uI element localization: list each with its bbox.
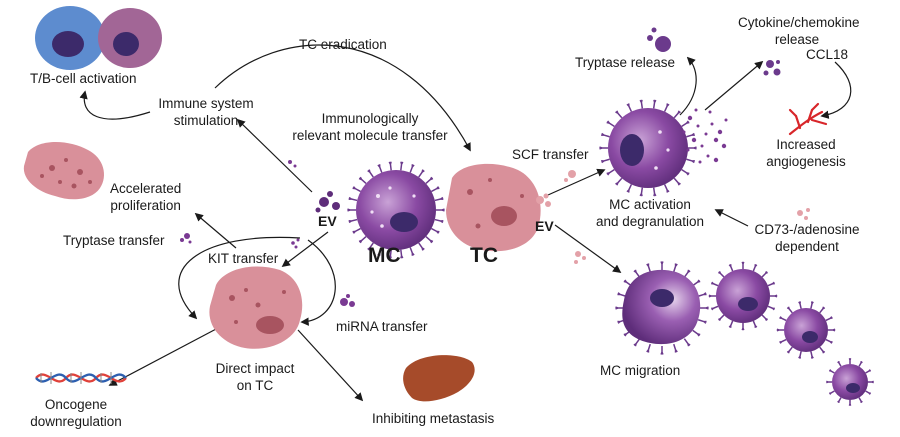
oncogene-label: Oncogene downregulation — [30, 397, 122, 429]
arrow-ccl18 — [820, 61, 852, 119]
arrow-scf-transfer — [547, 168, 606, 196]
granule-icon — [682, 108, 728, 164]
mast-cell-icon — [826, 358, 874, 406]
tumor-cell-icon — [23, 142, 104, 200]
arrow-metastasis — [297, 329, 364, 402]
tumor-cell-icon — [446, 163, 541, 252]
tc-label: TC — [470, 244, 498, 267]
ccl18-label: CCL18 — [806, 47, 849, 62]
arrow-mc-migration — [554, 224, 622, 273]
tryptase-release-label: Tryptase release — [575, 55, 676, 70]
mast-cell-icon — [599, 99, 697, 197]
angiogenesis-label: Increased angiogenesis — [766, 137, 846, 169]
arrow-to-tb-activation — [79, 90, 151, 120]
mc-migration-label: MC migration — [600, 363, 681, 378]
arrow-tryptase-release — [679, 56, 697, 116]
vesicle-icon — [536, 170, 810, 264]
mast-cell-icon — [347, 161, 445, 259]
granule-icon — [647, 27, 781, 76]
mc-activation-label: MC activation and degranulation — [595, 197, 705, 229]
inhibiting-metastasis-label: Inhibiting metastasis — [372, 411, 495, 426]
cytokine-release-label: Cytokine/chemokine release — [738, 15, 860, 47]
t-cell-icon — [35, 6, 105, 70]
arrow-ev-to-tc-left — [281, 231, 329, 268]
cd73-label: CD73-/adenosine dependent — [754, 222, 860, 254]
liver-icon — [403, 355, 475, 402]
scf-transfer-label: SCF transfer — [512, 147, 589, 162]
arrow-tc-eradication — [214, 44, 471, 152]
immune-stimulation-label: Immune system stimulation — [158, 96, 254, 128]
mast-cell-icon — [776, 301, 836, 359]
ev-label-right: EV — [535, 218, 554, 234]
ev-label-left: EV — [318, 213, 337, 229]
arrow-oncogene — [108, 327, 219, 386]
accelerated-proliferation-label: Accelerated proliferation — [110, 181, 182, 213]
tryptase-transfer-label: Tryptase transfer — [63, 233, 165, 248]
dna-icon — [35, 372, 127, 384]
vesicle-icon — [180, 160, 355, 307]
tumor-cell-icon — [209, 266, 303, 349]
arrow-immune-stimulation — [236, 118, 313, 193]
tb-activation-label: T/B-cell activation — [30, 71, 137, 86]
kit-transfer-label: KIT transfer — [208, 251, 279, 266]
tc-eradication-label: TC eradication — [299, 37, 387, 52]
arrow-accelerated-proliferation — [194, 212, 237, 249]
b-cell-icon — [98, 8, 162, 68]
mirna-transfer-label: miRNA transfer — [336, 319, 428, 334]
arrow-tryptase-loop — [178, 236, 301, 320]
mast-cell-icon — [615, 261, 709, 355]
molecule-transfer-label: Immunologically relevant molecule transf… — [292, 111, 448, 143]
arrow-mirna-loop — [300, 239, 336, 326]
mast-cell-icon — [708, 261, 778, 331]
direct-impact-label: Direct impact on TC — [215, 361, 295, 393]
arrow-cd73 — [714, 209, 749, 227]
mc-label: MC — [368, 244, 401, 267]
blood-vessel-icon — [788, 102, 828, 136]
arrow-cytokine-release — [704, 60, 764, 111]
